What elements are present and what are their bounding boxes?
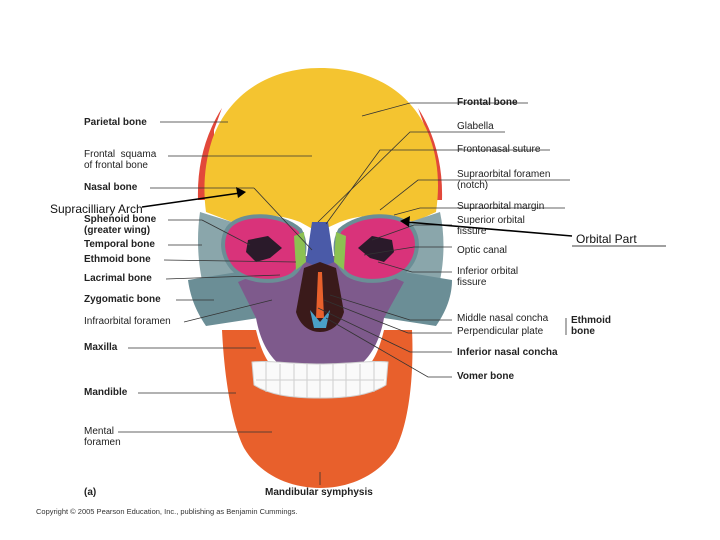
label-superior-orbital-fissure: Superior orbital fissure — [457, 215, 525, 237]
nasal-concha — [310, 310, 330, 328]
label-vomer-bone: Vomer bone — [457, 371, 515, 382]
supracilliary-arrow — [141, 187, 246, 208]
label-infraorbital-foramen: Infraorbital foramen — [84, 316, 171, 327]
nasal-bone-region — [306, 222, 334, 268]
label-middle-nasal-concha: Middle nasal concha — [457, 313, 549, 324]
label-ethmoid-bone-group: Ethmoid bone — [571, 315, 611, 337]
label-optic-canal: Optic canal — [457, 245, 508, 256]
label-panel-a: (a) — [84, 487, 97, 498]
label-frontonasal-suture: Frontonasal suture — [457, 144, 541, 155]
orbital-part-arrow — [400, 216, 666, 247]
label-sphenoid-bone: Sphenoid bone (greater wing) — [84, 214, 157, 236]
annotation-orbital-part: Orbital Part — [576, 232, 637, 246]
label-frontal-squama: Frontal squama of frontal bone — [84, 149, 157, 171]
teeth-separators — [256, 362, 384, 398]
nasal-septum — [316, 272, 324, 318]
copyright-text: Copyright © 2005 Pearson Education, Inc.… — [36, 507, 298, 516]
label-supraorbital-margin: Supraorbital margin — [457, 201, 545, 212]
label-inferior-nasal-concha: Inferior nasal concha — [457, 347, 558, 358]
left-leader-lines — [118, 121, 313, 433]
frontal-bone-region — [204, 68, 438, 232]
label-mandibular-symphysis: Mandibular symphysis — [265, 487, 373, 498]
label-maxilla: Maxilla — [84, 342, 118, 353]
right-orbit-fissure — [358, 236, 394, 262]
label-glabella: Glabella — [457, 121, 494, 132]
label-zygomatic-bone: Zygomatic bone — [84, 294, 161, 305]
label-nasal-bone: Nasal bone — [84, 182, 138, 193]
left-orbit-fissure — [246, 236, 282, 262]
label-supraorbital-foramen: Supraorbital foramen (notch) — [457, 169, 551, 191]
label-temporal-bone: Temporal bone — [84, 239, 155, 250]
right-leader-lines — [317, 102, 570, 485]
ethmoid-region — [294, 232, 306, 270]
label-inferior-orbital-fissure: Inferior orbital fissure — [457, 266, 519, 288]
label-frontal-bone: Frontal bone — [457, 97, 518, 108]
label-perpendicular-plate: Perpendicular plate — [457, 326, 544, 337]
ethmoid-region-right — [334, 232, 346, 270]
annotation-supracilliary-arch: Supracilliary Arch — [50, 202, 143, 216]
label-parietal-bone: Parietal bone — [84, 117, 147, 128]
label-mental-foramen: Mental foramen — [84, 426, 121, 448]
label-lacrimal-bone: Lacrimal bone — [84, 273, 152, 284]
label-mandible: Mandible — [84, 387, 128, 398]
label-ethmoid-bone: Ethmoid bone — [84, 254, 151, 265]
